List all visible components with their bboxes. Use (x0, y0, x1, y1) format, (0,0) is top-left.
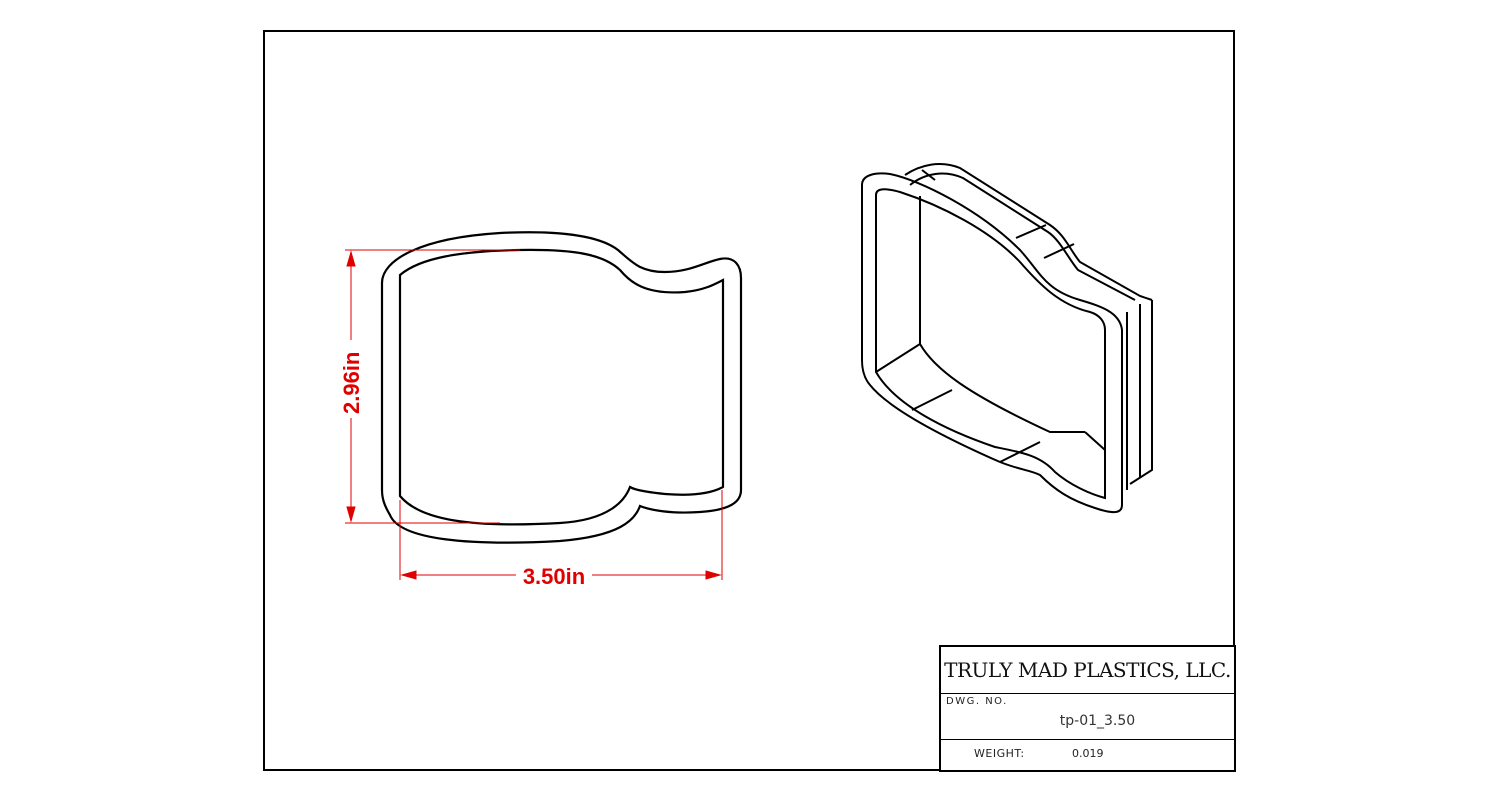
company-name: TRULY MAD PLASTICS, LLC. (941, 647, 1234, 694)
iso-front-inner (875, 188, 1106, 500)
height-dimension-label: 2.96in (339, 352, 364, 414)
front-outer-outline (380, 231, 743, 544)
title-block: TRULY MAD PLASTICS, LLC. DWG. NO. tp-01_… (939, 645, 1236, 772)
drawing-number-value: tp-01_3.50 (1059, 713, 1136, 729)
isometric-view (861, 163, 1153, 514)
drawing-number-label: DWG. NO. (946, 696, 1008, 707)
height-dimension (345, 249, 520, 524)
front-inner-outline (398, 248, 725, 526)
front-view (380, 231, 743, 544)
iso-front-outer (861, 172, 1123, 514)
width-dimension (399, 490, 723, 580)
weight-value: 0.019 (1072, 747, 1104, 760)
drawing-sheet-border (263, 30, 1235, 771)
drawing-number-cell: DWG. NO. tp-01_3.50 (941, 693, 1234, 740)
width-dimension-label: 3.50in (523, 564, 585, 589)
weight-label: WEIGHT: (974, 747, 1025, 760)
